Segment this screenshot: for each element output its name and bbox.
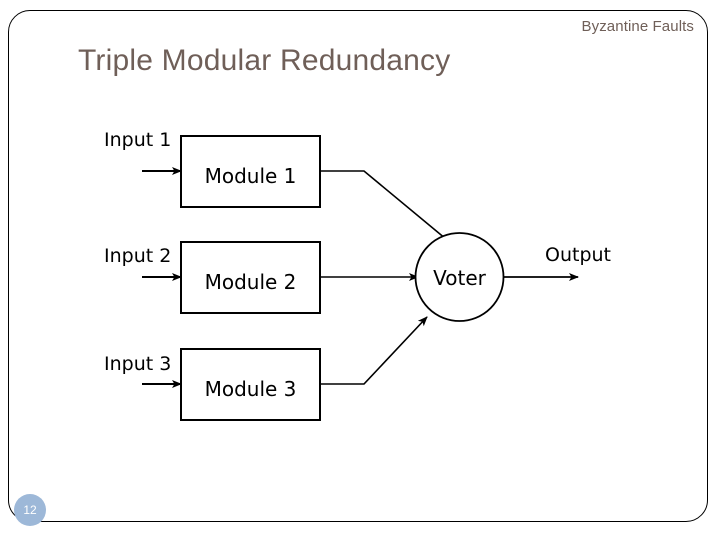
module-3-label: Module 3 — [205, 377, 297, 401]
module-1-to-voter-connector — [320, 170, 453, 245]
input-2-label: Input 2 — [104, 245, 171, 267]
module-1-label: Module 1 — [205, 164, 297, 188]
input-1-label: Input 1 — [104, 129, 171, 151]
module-3-to-voter-connector — [320, 316, 428, 385]
header-topic-label: Byzantine Faults — [581, 18, 694, 35]
voter-label: Voter — [433, 266, 487, 290]
output-label: Output — [545, 244, 611, 266]
module-1-box — [180, 135, 321, 208]
input-3-label: Input 3 — [104, 353, 171, 375]
module-3-box — [180, 348, 321, 421]
page-title: Triple Modular Redundancy — [78, 44, 451, 77]
voter-circle — [414, 232, 505, 322]
page-number-badge: 12 — [14, 494, 46, 526]
module-2-label: Module 2 — [205, 270, 297, 294]
module-2-box — [180, 241, 321, 314]
